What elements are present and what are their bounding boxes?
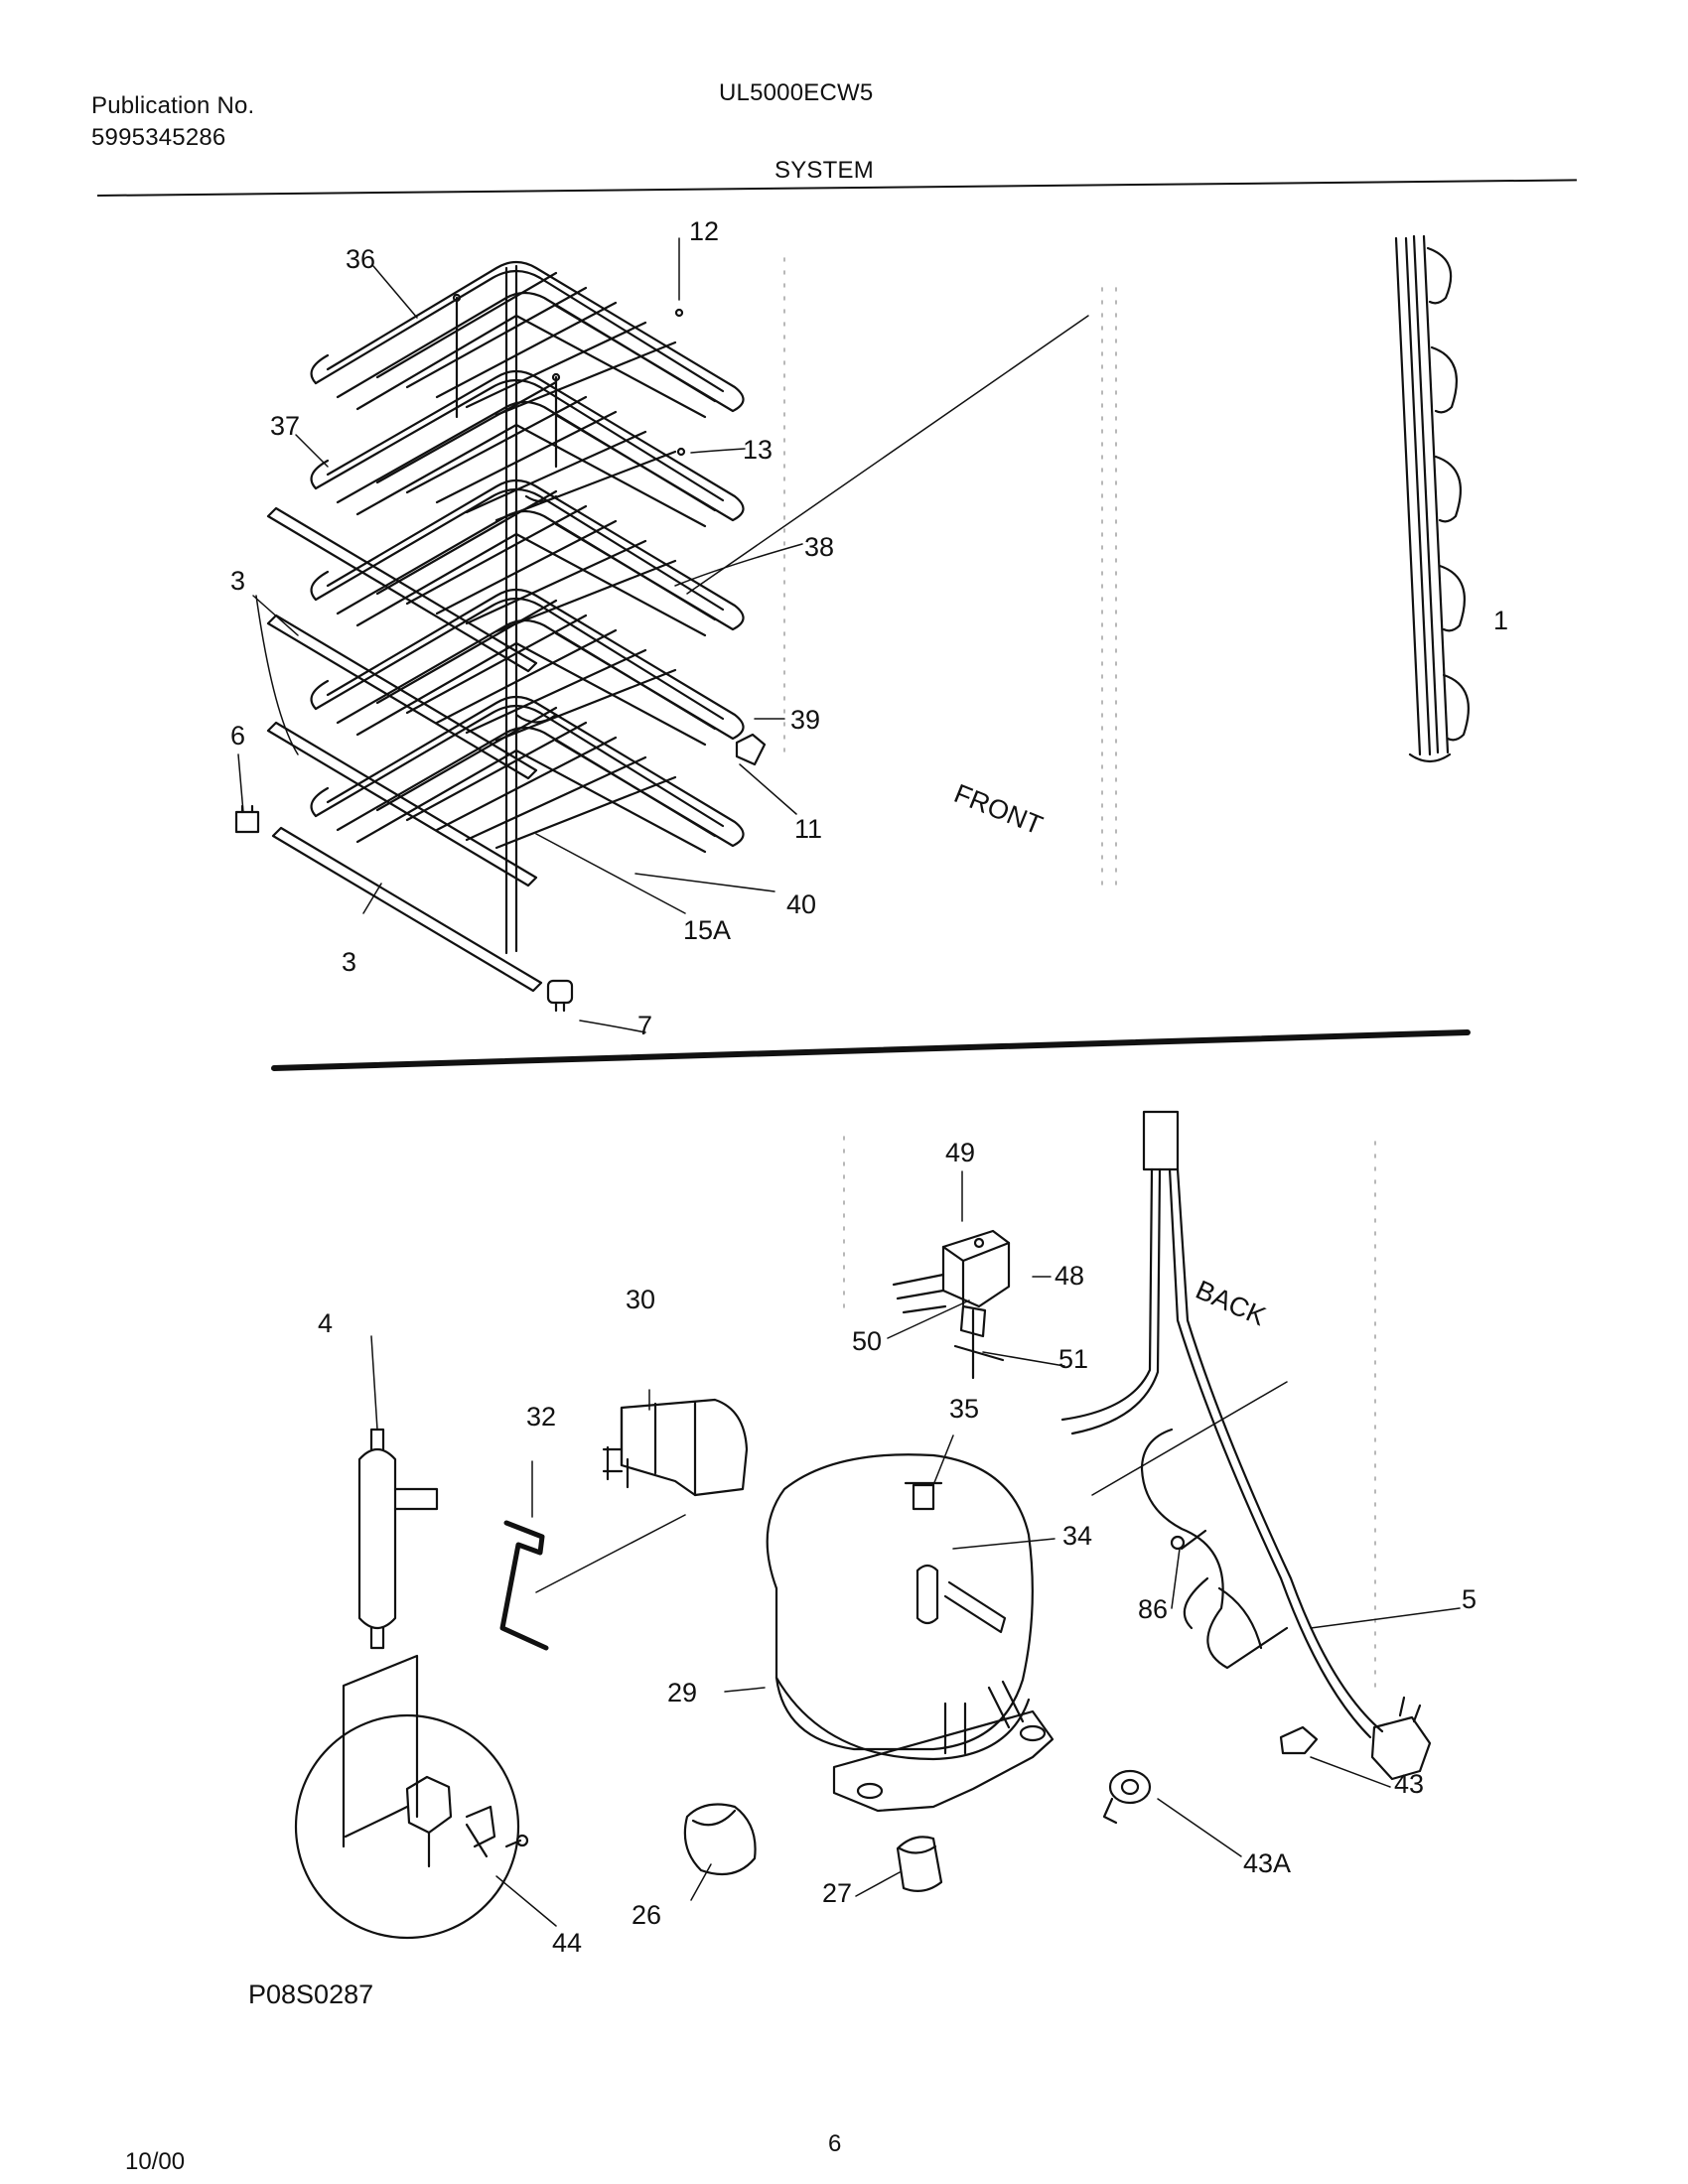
label-part-44: 44 bbox=[552, 1928, 583, 1958]
label-part-48: 48 bbox=[1055, 1261, 1085, 1291]
page-number: 6 bbox=[828, 2130, 842, 2157]
section-title: SYSTEM bbox=[774, 157, 874, 184]
detail-inset bbox=[294, 1654, 529, 1940]
fasteners bbox=[1102, 1529, 1319, 1825]
bottom-leader-lines bbox=[370, 1170, 1461, 1927]
evaporator-coil-shelves bbox=[310, 260, 745, 955]
label-part-35: 35 bbox=[949, 1394, 980, 1424]
label-part-1: 1 bbox=[1493, 606, 1509, 635]
label-part-38: 38 bbox=[804, 532, 835, 562]
label-part-34: 34 bbox=[1062, 1521, 1093, 1551]
shelf-rails bbox=[266, 506, 543, 993]
label-part-12: 12 bbox=[689, 216, 720, 246]
label-part-37: 37 bbox=[270, 411, 301, 441]
label-part-32: 32 bbox=[526, 1402, 557, 1432]
label-part-26: 26 bbox=[632, 1900, 662, 1930]
label-part-40: 40 bbox=[786, 889, 817, 919]
label-part-3-lower: 3 bbox=[342, 947, 357, 977]
label-part-5: 5 bbox=[1462, 1584, 1477, 1614]
label-part-39: 39 bbox=[790, 705, 821, 735]
label-part-13: 13 bbox=[743, 435, 774, 465]
publication-label: Publication No. bbox=[91, 92, 255, 119]
grommets bbox=[683, 1803, 943, 1893]
power-cord-harness bbox=[1060, 1110, 1432, 1781]
label-part-51: 51 bbox=[1058, 1344, 1089, 1374]
overload-protector bbox=[892, 1229, 1011, 1380]
dashed-reference-marks bbox=[783, 257, 1376, 1689]
top-leader-lines bbox=[237, 237, 1089, 1033]
label-part-86: 86 bbox=[1138, 1594, 1169, 1624]
label-part-7: 7 bbox=[637, 1011, 653, 1040]
compressor bbox=[766, 1453, 1055, 1813]
label-part-36: 36 bbox=[346, 244, 376, 274]
start-relay bbox=[602, 1398, 749, 1497]
label-part-43: 43 bbox=[1394, 1769, 1425, 1799]
drawing-code: P08S0287 bbox=[248, 1979, 374, 2009]
label-part-4: 4 bbox=[318, 1308, 334, 1338]
section-divider bbox=[271, 1029, 1471, 1071]
footer-date: 10/00 bbox=[125, 2148, 186, 2175]
label-part-49: 49 bbox=[945, 1138, 976, 1167]
label-part-30: 30 bbox=[626, 1285, 656, 1314]
label-part-29: 29 bbox=[667, 1678, 698, 1707]
label-part-27: 27 bbox=[822, 1878, 853, 1908]
label-part-43a: 43A bbox=[1243, 1848, 1292, 1878]
publication-number: 5995345286 bbox=[91, 124, 226, 151]
label-part-50: 50 bbox=[852, 1326, 883, 1356]
label-part-15a: 15A bbox=[683, 915, 732, 945]
label-part-6: 6 bbox=[230, 721, 246, 751]
filter-drier bbox=[357, 1428, 439, 1650]
relay-clip bbox=[499, 1520, 549, 1651]
label-part-11: 11 bbox=[794, 814, 823, 844]
model-number: UL5000ECW5 bbox=[719, 79, 874, 106]
label-part-3-upper: 3 bbox=[230, 566, 246, 596]
condenser-coil bbox=[1394, 234, 1470, 763]
